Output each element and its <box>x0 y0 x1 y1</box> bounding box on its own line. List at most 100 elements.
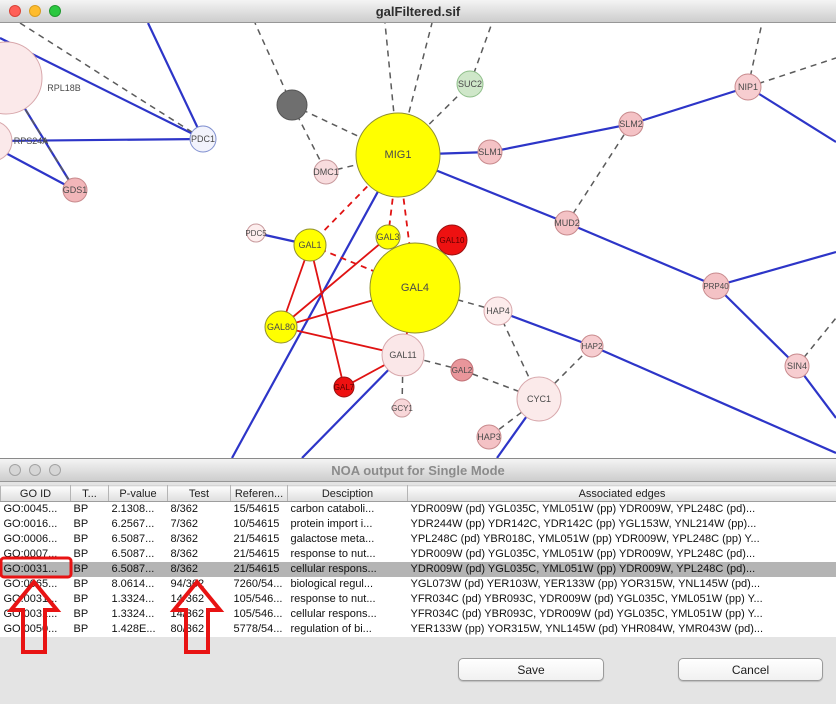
minimize-button[interactable] <box>29 464 41 476</box>
node-HAP3[interactable]: HAP3 <box>476 424 502 450</box>
minimize-button[interactable] <box>29 5 41 17</box>
table-cell: 1.3324... <box>111 593 155 605</box>
network-node-label: HAP3 <box>477 432 501 442</box>
table-cell: 6.5087... <box>108 561 168 577</box>
node-CYC1[interactable]: CYC1 <box>516 376 562 422</box>
node-GAL80[interactable]: GAL80 <box>264 310 298 344</box>
table-cell: BP <box>73 533 89 545</box>
node-RPS24A[interactable]: RPS24A <box>0 121 48 161</box>
node-GAL7[interactable]: GAL7 <box>333 376 355 398</box>
node-GAL2[interactable]: GAL2 <box>450 358 474 382</box>
table-cell: 21/54615 <box>233 548 280 560</box>
network-node-label: HAP2 <box>582 342 603 351</box>
noa-window-title: NOA output for Single Mode <box>331 462 505 478</box>
table-cell: 14/362 <box>170 593 205 605</box>
table-cell: GO:0007... <box>3 548 58 560</box>
node-GAL10[interactable]: GAL10 <box>436 224 468 256</box>
node-GRAY1[interactable] <box>276 89 308 121</box>
noa-window-titlebar[interactable]: NOA output for Single Mode <box>0 459 836 482</box>
node-GDS1[interactable]: GDS1 <box>62 177 88 203</box>
network-node-label: SUC2 <box>458 79 482 89</box>
column-header[interactable]: Associated edges <box>407 485 836 502</box>
network-edge <box>566 221 717 288</box>
network-edge <box>747 86 836 143</box>
network-node-label: PRP40 <box>703 282 729 291</box>
table-cell: YFR034C (pd) YBR093C, YDR009W (pd) YGL03… <box>410 608 763 620</box>
table-cell: GO:0031... <box>3 593 58 605</box>
network-edge <box>747 57 836 88</box>
table-cell: 6.2567... <box>111 518 155 530</box>
save-button[interactable]: Save <box>458 658 604 681</box>
table-cell: BP <box>73 623 89 635</box>
network-node-label: MIG1 <box>385 149 412 161</box>
column-header[interactable]: GO ID <box>0 485 71 502</box>
noa-traffic-lights <box>9 464 61 476</box>
table-cell: BP <box>73 578 89 590</box>
network-edge <box>231 154 399 458</box>
node-PDC1[interactable]: PDC1 <box>189 125 217 153</box>
node-PDC5[interactable]: PDC5 <box>245 223 267 243</box>
network-edge <box>280 236 389 328</box>
node-SUC2[interactable]: SUC2 <box>456 70 484 98</box>
column-header[interactable]: Test <box>167 485 231 502</box>
table-cell: GO:0045... <box>3 503 58 516</box>
node-NIP1[interactable]: NIP1 <box>734 73 762 101</box>
zoom-button[interactable] <box>49 5 61 17</box>
node-GAL11[interactable]: GAL11 <box>381 333 425 377</box>
graph-window-titlebar[interactable]: galFiltered.sif <box>0 0 836 23</box>
network-node-label: GAL7 <box>334 383 355 392</box>
table-cell: YER133W (pp) YOR315W, YNL145W (pd) YHR08… <box>410 623 764 635</box>
table-cell: BP <box>70 561 109 577</box>
network-node-label: RPS24A <box>14 136 49 146</box>
close-button[interactable] <box>9 5 21 17</box>
table-cell: 8/362 <box>170 548 199 560</box>
network-edge <box>715 250 836 288</box>
node-SLM2[interactable]: SLM2 <box>618 111 644 137</box>
node-GAL1[interactable]: GAL1 <box>293 228 327 262</box>
column-header[interactable]: Desciption <box>287 485 408 502</box>
node-GCY1[interactable]: GCY1 <box>391 398 413 418</box>
zoom-button[interactable] <box>49 464 61 476</box>
column-header[interactable]: T... <box>70 485 109 502</box>
network-node-label: DMC1 <box>313 167 339 177</box>
table-cell: galactose meta... <box>290 533 375 545</box>
table-cell: 10/54615 <box>233 518 280 530</box>
network-edge <box>309 244 416 289</box>
node-DMC1[interactable]: DMC1 <box>313 159 339 185</box>
close-button[interactable] <box>9 464 21 476</box>
network-node-label: GAL10 <box>440 236 465 245</box>
table-cell: BP <box>73 608 89 620</box>
network-node-label: NIP1 <box>738 82 758 92</box>
column-header[interactable]: P-value <box>108 485 168 502</box>
node-RPL18B[interactable]: RPL18B <box>0 41 81 115</box>
node-HAP2[interactable]: HAP2 <box>580 334 604 358</box>
node-HAP4[interactable]: HAP4 <box>483 296 513 326</box>
node-SLM1[interactable]: SLM1 <box>477 139 503 165</box>
node-MUD2[interactable]: MUD2 <box>554 210 580 236</box>
node-PRP40[interactable]: PRP40 <box>702 272 730 300</box>
column-header[interactable]: Referen... <box>230 485 288 502</box>
cancel-button[interactable]: Cancel <box>678 658 823 681</box>
table-cell: 14/362 <box>170 608 205 620</box>
table-cell: BP <box>73 548 89 560</box>
node-GAL3[interactable]: GAL3 <box>375 224 401 250</box>
table-cell: response to nut... <box>290 593 376 605</box>
table-cell: protein import i... <box>290 518 373 530</box>
network-node-label: PDC5 <box>245 229 267 238</box>
window-title: galFiltered.sif <box>375 3 461 19</box>
node-GAL4[interactable]: GAL4 <box>369 242 461 334</box>
node-MIG1[interactable]: MIG1 <box>355 112 441 198</box>
node-SIN4[interactable]: SIN4 <box>784 353 810 379</box>
